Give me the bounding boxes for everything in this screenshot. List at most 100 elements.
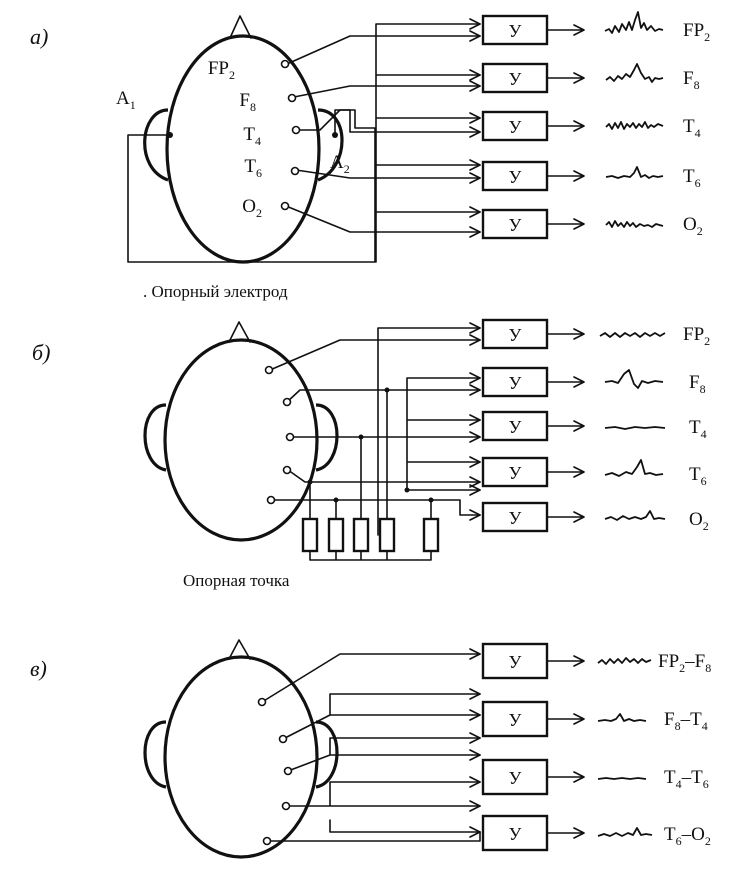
caption-b: Опорная точка: [183, 571, 290, 590]
wire-o2-c: [266, 831, 481, 842]
eeg-trace-c-1: [597, 657, 652, 665]
electrode-t4-b: [285, 432, 295, 442]
eeg-trace-b-f8: [604, 369, 664, 389]
amplifier-b-4-label: У: [509, 463, 522, 483]
wire-fp2-a: [286, 35, 481, 65]
ear-left-a: [143, 108, 169, 182]
amplifier-b-2: [481, 366, 549, 398]
wire-f8-b: [286, 389, 481, 403]
panel-c-label: в): [30, 656, 47, 681]
ear-contact-a2: [332, 132, 338, 138]
head-c-nose: [228, 639, 251, 660]
output-label-b-5: O2: [689, 509, 709, 533]
amplifier-a-2: [481, 62, 549, 94]
electrode-label-o2-a: O2: [242, 196, 262, 220]
electrode-fp2-c: [257, 697, 267, 707]
reference-wire-a-bus: [375, 23, 481, 263]
amplifier-a-5-label: У: [509, 215, 522, 235]
electrode-f8-b: [282, 397, 292, 407]
resistor-4: [378, 517, 396, 553]
wire-t6-a: [295, 169, 481, 179]
amplifier-b-5-label: У: [509, 508, 522, 528]
electrode-t4-c: [283, 766, 293, 776]
ear-left-b: [143, 403, 167, 472]
electrode-t4-a: [291, 125, 301, 135]
eeg-trace-b-o2: [604, 510, 666, 521]
eeg-trace-c-4: [597, 827, 653, 837]
eeg-trace-b-t6: [604, 459, 664, 477]
electrode-label-t6-a: T6: [244, 156, 262, 180]
wire-fp2-c: [261, 653, 481, 703]
amplifier-b-3-label: У: [509, 417, 522, 437]
wire-t4-a: [296, 109, 481, 133]
head-c: [163, 655, 319, 859]
amplifier-c-1-label: У: [509, 652, 522, 672]
electrode-o2-b: [266, 495, 276, 505]
wire-o2-a: [285, 205, 481, 233]
wire-f8-a: [293, 85, 481, 98]
eeg-trace-a-t4: [605, 121, 664, 130]
amplifier-b-2-label: У: [509, 373, 522, 393]
output-arrows-a: [546, 24, 585, 230]
caption-a: . Опорный электрод: [143, 282, 288, 301]
wire-t6-c: [285, 781, 481, 807]
amplifier-a-4-label: У: [509, 167, 522, 187]
electrode-t6-c: [281, 801, 291, 811]
electrode-label-t4-a: T4: [243, 124, 261, 148]
output-label-b-2: F8: [689, 372, 706, 396]
output-label-a-5: O2: [683, 214, 703, 238]
amplifier-a-4: [481, 160, 549, 192]
wire-o2-c-link: [329, 819, 481, 833]
wire-o2-b: [271, 499, 481, 516]
output-label-a-3: T4: [683, 116, 701, 140]
bus-wires-b: [377, 327, 481, 536]
input-arrows-a: [469, 18, 481, 238]
electrode-o2-a: [280, 201, 290, 211]
head-a-nose: [229, 15, 252, 39]
output-label-b-4: T6: [689, 464, 707, 488]
output-label-a-1: FP2: [683, 20, 710, 44]
ear-right-c: [315, 720, 339, 789]
amplifier-c-3-label: У: [509, 768, 522, 788]
eeg-trace-c-3: [597, 777, 647, 780]
eeg-trace-a-o2: [605, 220, 664, 228]
output-label-a-2: F8: [683, 68, 700, 92]
output-label-c-4: T6–O2: [664, 824, 711, 848]
resistor-5: [422, 517, 440, 553]
resistor-network-wires: [309, 389, 432, 561]
resistor-3: [352, 517, 370, 553]
panel-a: а) A1 A2 FP2 F8 T4 T6 O2: [30, 11, 710, 301]
amplifier-c-4: [481, 814, 549, 852]
electrode-label-f8-a: F8: [239, 90, 256, 114]
output-label-c-1: FP2–F8: [658, 651, 711, 675]
amplifier-a-1: [481, 14, 549, 46]
ear-right-b: [315, 403, 339, 472]
junction-b-5: [428, 497, 434, 503]
panel-c: в) У У У У FP2–F8 F8–T4 T4–T6: [30, 639, 711, 859]
amplifier-b-4: [481, 456, 549, 488]
eeg-trace-a-t6: [605, 166, 664, 179]
amplifier-c-2-label: У: [509, 710, 522, 730]
eeg-trace-a-f8: [605, 63, 664, 83]
ear-label-a2: A2: [330, 152, 350, 176]
ear-contact-a1: [167, 132, 173, 138]
panel-a-label: а): [30, 24, 48, 49]
eeg-trace-c-2: [597, 713, 647, 722]
output-arrows-c: [546, 655, 585, 839]
wire-t4-c: [287, 737, 481, 772]
output-arrows-b: [546, 328, 585, 523]
output-label-b-1: FP2: [683, 324, 710, 348]
electrode-f8-c: [278, 734, 288, 744]
eeg-trace-b-fp2: [599, 332, 666, 338]
eeg-trace-a-fp2: [604, 11, 664, 34]
amplifier-a-1-label: У: [509, 21, 522, 41]
head-b-nose: [228, 321, 251, 343]
amplifier-c-3: [481, 758, 549, 796]
electrode-t6-b: [282, 465, 292, 475]
amplifier-b-1-label: У: [509, 325, 522, 345]
electrode-t6-a: [290, 166, 300, 176]
output-label-c-3: T4–T6: [664, 767, 709, 791]
head-b: [163, 338, 319, 542]
output-label-a-4: T6: [683, 166, 701, 190]
